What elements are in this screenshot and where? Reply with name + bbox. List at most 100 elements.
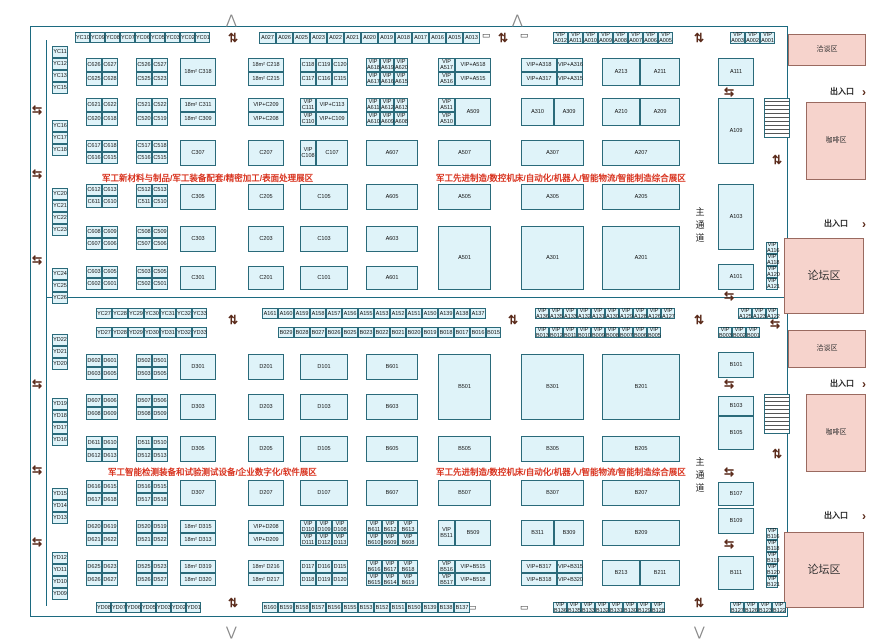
booth-d518[interactable]: D518	[152, 493, 168, 506]
booth-a603[interactable]: A603	[366, 226, 418, 252]
booth-b136[interactable]: VIP B136	[553, 602, 567, 614]
booth-a111[interactable]: A111	[718, 58, 754, 86]
booth-c513[interactable]: C513	[152, 184, 168, 196]
booth-a511[interactable]: VIP A511	[438, 98, 455, 112]
booth-b153[interactable]: B153	[358, 602, 374, 613]
booth-a160[interactable]: A160	[278, 308, 294, 319]
booth-c608[interactable]: C608	[86, 226, 102, 238]
booth-yd29[interactable]: YD29	[128, 327, 144, 338]
booth-b121[interactable]: VIP B121	[766, 576, 780, 588]
booth-b205[interactable]: B205	[602, 436, 680, 462]
booth-c525[interactable]: C525	[136, 72, 152, 86]
booth-a515[interactable]: VIP+A515	[455, 72, 491, 86]
booth-yd33[interactable]: YD33	[192, 327, 207, 338]
booth-c209[interactable]: VIP+C209	[248, 98, 284, 112]
booth-d119[interactable]: D119	[316, 573, 332, 586]
booth-b133[interactable]: VIP B133	[581, 602, 595, 614]
booth-a151[interactable]: A151	[406, 308, 422, 319]
booth-c111[interactable]: VIP C111	[300, 98, 316, 112]
booth-c502[interactable]: C502	[136, 278, 152, 290]
booth-d315[interactable]: 18m² D315	[180, 520, 216, 533]
booth-a613[interactable]: VIP A613	[394, 98, 408, 112]
booth-d509[interactable]: D509	[152, 407, 168, 420]
booth-d506[interactable]: D506	[152, 394, 168, 407]
booth-b023[interactable]: B023	[358, 327, 374, 338]
booth-b020[interactable]: B020	[406, 327, 422, 338]
booth-b122[interactable]: VIP B122	[772, 602, 786, 614]
booth-d503[interactable]: D503	[136, 367, 152, 380]
booth-c516[interactable]: C516	[136, 152, 152, 164]
booth-a011[interactable]: VIP A011	[568, 32, 583, 44]
booth-a137[interactable]: A137	[470, 308, 486, 319]
booth-c115[interactable]: C115	[332, 72, 348, 86]
booth-c207[interactable]: C207	[248, 140, 284, 166]
booth-yc17[interactable]: YC17	[52, 132, 68, 144]
booth-a020[interactable]: A020	[361, 32, 378, 44]
booth-b109[interactable]: B109	[718, 508, 754, 534]
booth-d611[interactable]: D611	[86, 436, 102, 449]
booth-yc28[interactable]: YC28	[112, 308, 128, 319]
booth-b012[interactable]: VIP B012	[549, 327, 563, 339]
booth-d501[interactable]: D501	[152, 354, 168, 367]
booth-yd14[interactable]: YD14	[52, 500, 68, 512]
booth-a002[interactable]: VIP A002	[745, 32, 760, 44]
booth-b515[interactable]: VIP+B515	[455, 560, 491, 573]
booth-yc27[interactable]: YC27	[96, 308, 112, 319]
booth-d208[interactable]: VIP+D208	[248, 520, 284, 533]
booth-b137[interactable]: B137	[454, 602, 470, 613]
booth-yc15[interactable]: YC15	[52, 82, 68, 94]
booth-b015[interactable]: B015	[486, 327, 501, 338]
booth-a316[interactable]: VIP+A316	[557, 58, 583, 72]
booth-d505[interactable]: D505	[152, 367, 168, 380]
booth-b116[interactable]: VIP B116	[766, 528, 779, 540]
booth-d216[interactable]: 18m² D216	[248, 560, 284, 573]
booth-b021[interactable]: B021	[390, 327, 406, 338]
booth-c601[interactable]: C601	[102, 278, 118, 290]
booth-a118[interactable]: VIP A118	[766, 254, 779, 266]
booth-yd17[interactable]: YD17	[52, 422, 68, 434]
booth-d606[interactable]: D606	[102, 394, 118, 407]
booth-yc30[interactable]: YC30	[144, 308, 160, 319]
booth-c618b[interactable]: C618	[102, 140, 118, 152]
booth-a001[interactable]: VIP A001	[760, 32, 775, 44]
booth-a131[interactable]: VIP A131	[591, 308, 605, 320]
booth-a019[interactable]: A019	[378, 32, 395, 44]
booth-d103[interactable]: D103	[300, 394, 348, 420]
booth-b311[interactable]: B311	[521, 520, 554, 546]
booth-yd08[interactable]: YD08	[96, 602, 111, 613]
booth-c109[interactable]: VIP+C109	[316, 112, 348, 126]
booth-b152[interactable]: B152	[374, 602, 390, 613]
booth-d201[interactable]: D201	[248, 354, 284, 380]
booth-a209[interactable]: A209	[640, 98, 680, 126]
booth-c105[interactable]: C105	[300, 184, 348, 210]
booth-c607[interactable]: C607	[86, 238, 102, 250]
booth-c610[interactable]: C610	[102, 196, 118, 208]
booth-b026[interactable]: B026	[326, 327, 342, 338]
booth-d111[interactable]: VIP D111	[300, 533, 316, 546]
booth-b320[interactable]: VIP+B320	[557, 573, 583, 586]
booth-c517[interactable]: C517	[136, 140, 152, 152]
booth-a025[interactable]: A025	[293, 32, 310, 44]
booth-a601[interactable]: A601	[366, 266, 418, 290]
booth-c518[interactable]: C518	[152, 140, 168, 152]
booth-c510[interactable]: C510	[152, 196, 168, 208]
booth-c618[interactable]: C618	[102, 112, 118, 126]
booth-b605[interactable]: B605	[366, 436, 418, 462]
booth-d523[interactable]: D523	[152, 560, 168, 573]
booth-yd20[interactable]: YD20	[52, 358, 68, 370]
booth-b211[interactable]: B211	[640, 560, 680, 586]
booth-yc22[interactable]: YC22	[52, 212, 68, 224]
booth-a123[interactable]: VIP A123	[752, 308, 766, 320]
booth-b003[interactable]: VIP B003	[718, 327, 732, 339]
booth-a138[interactable]: A138	[454, 308, 470, 319]
booth-a116[interactable]: VIP A116	[766, 242, 779, 254]
booth-b006[interactable]: VIP B006	[633, 327, 647, 339]
booth-c101[interactable]: C101	[300, 266, 348, 290]
booth-d519[interactable]: D519	[152, 520, 168, 533]
booth-a130[interactable]: VIP A130	[605, 308, 619, 320]
booth-c613[interactable]: C613	[102, 184, 118, 196]
booth-d209[interactable]: VIP+D209	[248, 533, 284, 546]
booth-c117[interactable]: C117	[300, 72, 316, 86]
booth-b155[interactable]: B155	[342, 602, 358, 613]
booth-a611[interactable]: VIP A611	[366, 98, 380, 112]
